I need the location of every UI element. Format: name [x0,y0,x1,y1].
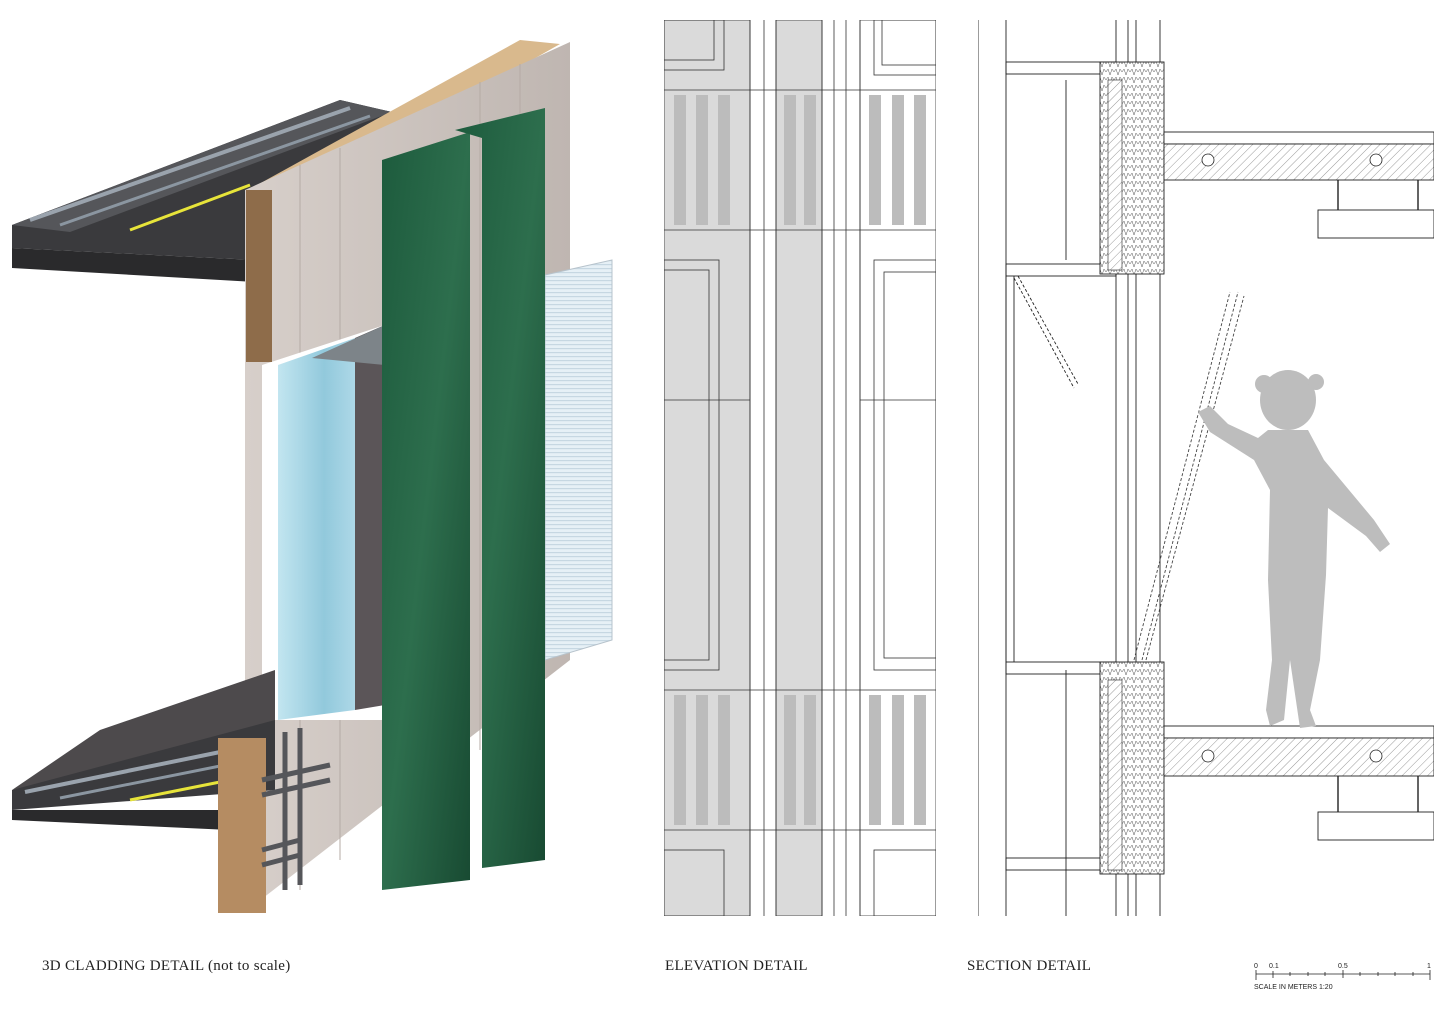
upper-floor-slab [12,100,392,282]
lower-floor-slab [12,670,275,830]
window-frame [355,325,385,710]
green-marble-fin-front [382,132,470,890]
scale-bar: 0 0.1 0.5 1 SCALE IN METERS 1:20 [1254,963,1431,991]
lower-steel-straps [261,728,331,890]
side-bracket [246,190,272,362]
section-lower-slab [1099,661,1434,875]
human-silhouette [1198,370,1390,728]
scale-tick-0-5: 0.5 [1338,963,1348,970]
cladding-3d-render [12,40,613,913]
lower-wood-block [218,738,266,913]
scale-tick-0: 0 [1254,963,1258,970]
caption-3d-detail: 3D CLADDING DETAIL (not to scale) [42,958,291,974]
caption-elevation-detail: ELEVATION DETAIL [665,958,808,974]
scale-tick-1: 1 [1427,963,1431,970]
section-upper-slab [1099,61,1434,275]
scale-bar-label: SCALE IN METERS 1:20 [1254,984,1333,991]
caption-section-detail: SECTION DETAIL [967,958,1092,974]
green-marble-fin-back [455,108,545,868]
elevation-striped-band-lower [674,695,926,825]
section-drawing [978,20,1434,916]
translucent-panel [544,259,613,661]
elevation-drawing [664,20,936,916]
scale-tick-0-1: 0.1 [1269,963,1279,970]
elevation-striped-band-upper [674,95,926,225]
glass-pane [278,338,355,720]
section-pivot-panel [1133,291,1245,661]
